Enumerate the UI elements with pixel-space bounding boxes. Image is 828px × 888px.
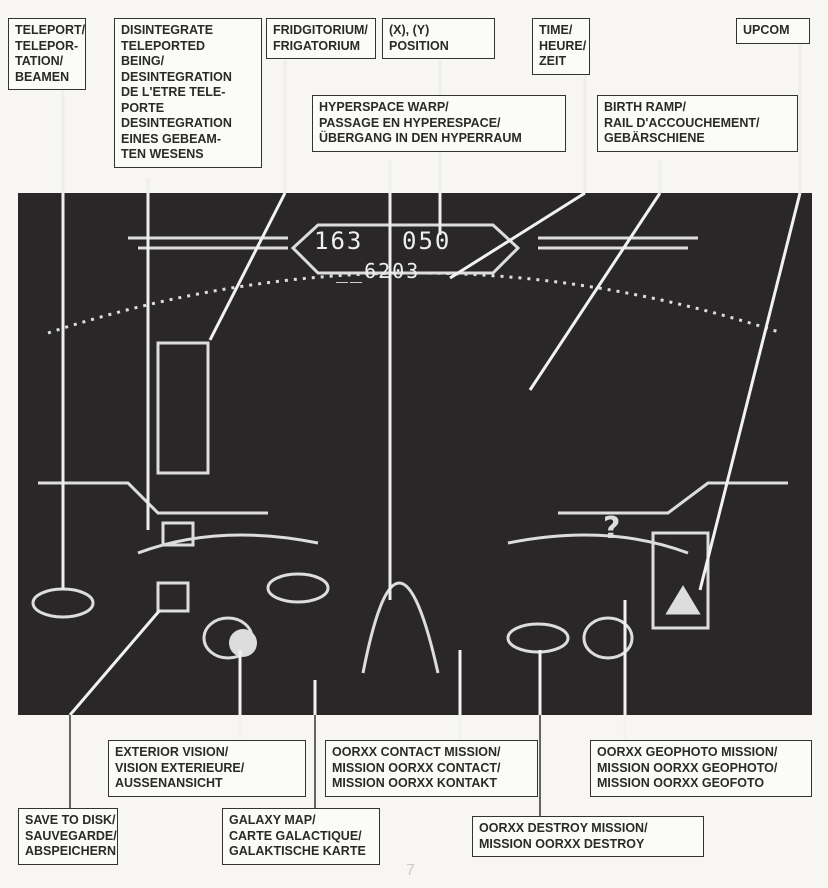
label-geophoto-mission: OORXX GEOPHOTO MISSION/MISSION OORXX GEO… (590, 740, 812, 797)
x-position-readout: 163 (314, 227, 364, 255)
game-screen: ? 163 050 __6203 (18, 193, 812, 715)
label-line: HEURE/ (539, 38, 587, 53)
label-line: DE L'ETRE TELE- (121, 85, 226, 99)
label-line: SAVE TO DISK/ (25, 813, 116, 827)
label-line: BIRTH RAMP/ (604, 100, 686, 114)
label-line: EXTERIOR VISION/ (115, 745, 229, 759)
label-line: BEING/ (121, 54, 165, 68)
label-line: SAUVEGARDE/ (25, 828, 117, 843)
label-line: EINES GEBEAM- (121, 131, 222, 146)
label-galaxy-map: GALAXY MAP/CARTE GALACTIQUE/GALAKTISCHE … (222, 808, 380, 865)
label-line: MISSION OORXX GEOPHOTO/ (597, 760, 778, 775)
label-line: (X), (Y) (389, 23, 430, 37)
label-line: TELEPOR- (15, 38, 79, 53)
label-hyperspace: HYPERSPACE WARP/PASSAGE EN HYPERESPACE/Ü… (312, 95, 566, 152)
label-exterior-vision: EXTERIOR VISION/VISION EXTERIEURE/AUSSEN… (108, 740, 306, 797)
label-line: HYPERSPACE WARP/ (319, 100, 449, 114)
label-line: TELEPORTED (121, 38, 206, 53)
label-line: GEBÄRSCHIENE (604, 131, 705, 145)
label-line: MISSION OORXX GEOFOTO (597, 776, 765, 790)
label-line: MISSION OORXX KONTAKT (332, 776, 498, 790)
label-line: GALAXY MAP/ (229, 813, 316, 827)
label-upcom: UPCOM (736, 18, 810, 44)
label-line: VISION EXTERIEURE/ (115, 760, 245, 775)
label-line: TELEPORT/ (15, 23, 86, 37)
label-line: DISINTEGRATE (121, 23, 214, 37)
label-line: PASSAGE EN HYPERESPACE/ (319, 115, 501, 130)
page-number: 7 (406, 862, 415, 879)
label-line: CARTE GALACTIQUE/ (229, 828, 362, 843)
label-contact-mission: OORXX CONTACT MISSION/MISSION OORXX CONT… (325, 740, 538, 797)
label-line: OORXX GEOPHOTO MISSION/ (597, 745, 778, 759)
label-line: OORXX DESTROY MISSION/ (479, 821, 648, 835)
label-line: ABSPEICHERN (25, 844, 116, 858)
label-position: (X), (Y)POSITION (382, 18, 495, 59)
label-teleport: TELEPORT/TELEPOR-TATION/BEAMEN (8, 18, 86, 90)
label-line: FRIGATORIUM (273, 38, 361, 53)
label-line: TATION/ (15, 54, 64, 68)
label-line: TEN WESENS (121, 147, 204, 161)
label-line: DESINTEGRATION (121, 69, 232, 84)
label-line: TIME/ (539, 23, 573, 37)
label-line: BEAMEN (15, 69, 70, 84)
label-line: GALAKTISCHE KARTE (229, 844, 366, 858)
label-line: FRIDGITORIUM/ (273, 23, 368, 37)
label-line: OORXX CONTACT MISSION/ (332, 745, 501, 759)
label-line: PORTE (121, 100, 165, 115)
label-line: ÜBERGANG IN DEN HYPERRAUM (319, 131, 522, 145)
label-time: TIME/HEURE/ZEIT (532, 18, 590, 75)
label-line: ZEIT (539, 54, 567, 68)
label-line: MISSION OORXX DESTROY (479, 836, 645, 851)
game-screen-art: ? (31, 223, 788, 674)
label-destroy-mission: OORXX DESTROY MISSION/MISSION OORXX DEST… (472, 816, 704, 857)
label-fridgitorium: FRIDGITORIUM/FRIGATORIUM (266, 18, 376, 59)
label-birth-ramp: BIRTH RAMP/RAIL D'ACCOUCHEMENT/GEBÄRSCHI… (597, 95, 798, 152)
label-line: MISSION OORXX CONTACT/ (332, 760, 501, 775)
label-line: AUSSENANSICHT (115, 776, 223, 790)
label-line: RAIL D'ACCOUCHEMENT/ (604, 115, 760, 130)
label-save-to-disk: SAVE TO DISK/SAUVEGARDE/ABSPEICHERN (18, 808, 118, 865)
label-line: POSITION (389, 38, 449, 53)
label-line: UPCOM (743, 23, 790, 37)
svg-text:?: ? (603, 511, 620, 546)
label-line: DESINTEGRATION (121, 116, 232, 130)
time-readout: __6203 (336, 259, 421, 283)
